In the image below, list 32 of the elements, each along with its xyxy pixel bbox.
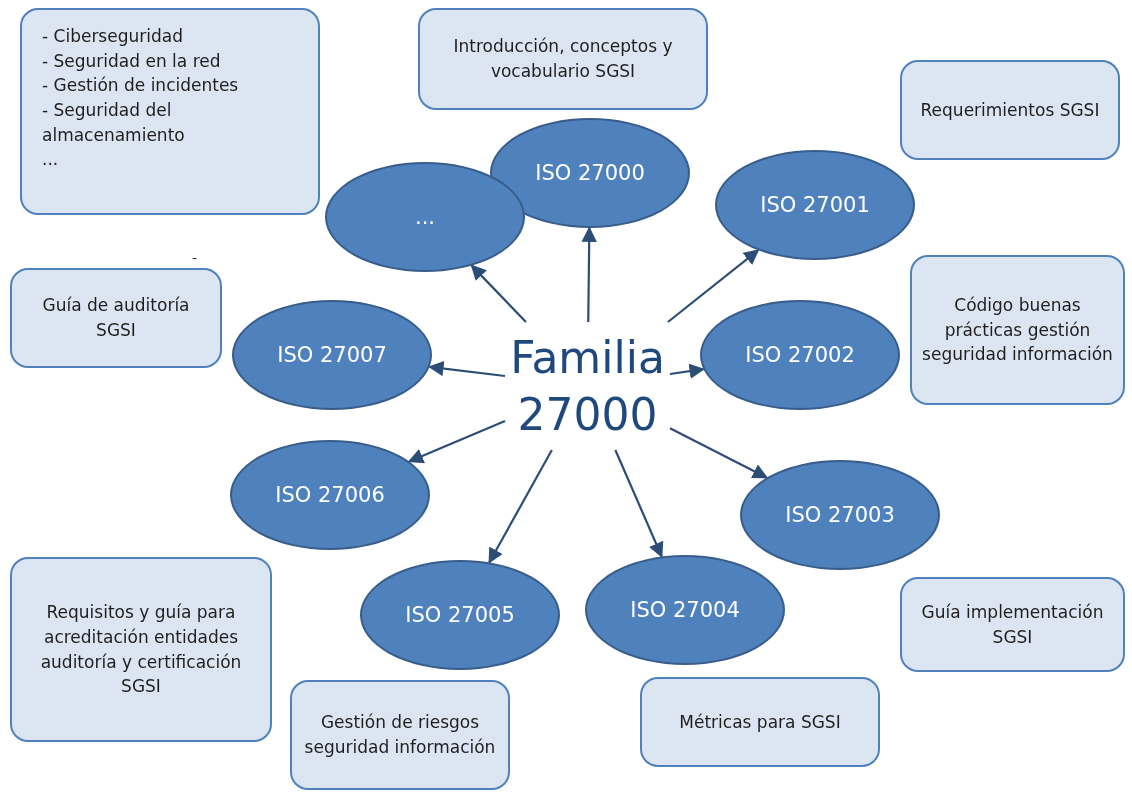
list-item: ... — [42, 148, 59, 172]
ellipse-node: ISO 27000 — [490, 118, 690, 228]
text-box: Requerimientos SGSI — [900, 60, 1120, 160]
ellipse-node: ISO 27004 — [585, 555, 785, 665]
text-box: Métricas para SGSI — [640, 677, 880, 767]
dash-mark: - — [192, 250, 198, 266]
text-box: Introducción, conceptos y vocabulario SGSI — [418, 8, 708, 110]
ellipse-node: ... — [325, 162, 525, 272]
list-item: - Seguridad en la red — [42, 49, 221, 73]
list-item: - Seguridad del almacenamiento — [42, 98, 186, 147]
list-item: - Gestión de incidentes — [42, 74, 239, 98]
text-box: Requisitos y guía para acreditación entidades auditoría y certificación SGSI — [10, 557, 272, 742]
ellipse-node: ISO 27006 — [230, 440, 430, 550]
ellipse-node: ISO 27005 — [360, 560, 560, 670]
arrow — [470, 264, 527, 323]
arrow — [428, 360, 506, 378]
ellipse-node: ISO 27003 — [740, 460, 940, 570]
title-text: Familia 27000 — [505, 322, 670, 450]
arrow — [407, 419, 506, 464]
text-box: Código buenas prácticas gestión seguridad información — [910, 255, 1125, 405]
arrow — [667, 249, 760, 323]
list-box — [20, 8, 320, 215]
arrow — [669, 427, 769, 479]
list-item: - Ciberseguridad — [42, 25, 183, 48]
ellipse-node: ISO 27002 — [700, 300, 900, 410]
arrow — [614, 449, 664, 558]
arrow — [581, 226, 597, 322]
text-box: Guía implementación SGSI — [900, 577, 1125, 672]
ellipse-node: ISO 27007 — [232, 300, 432, 410]
ellipse-node: ISO 27001 — [715, 150, 915, 260]
text-box: Guía de auditoría SGSI — [10, 268, 222, 368]
text-box: Gestión de riesgos seguridad información — [290, 680, 510, 790]
